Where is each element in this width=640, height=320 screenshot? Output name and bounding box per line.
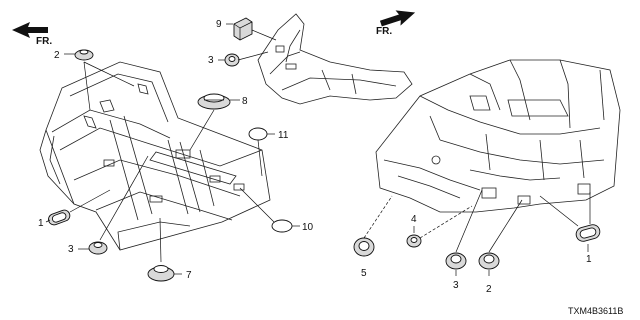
leader-lines <box>45 23 591 276</box>
callout-1-right: 1 <box>586 254 592 265</box>
part-8-grommet <box>197 93 231 110</box>
part-9-pad <box>233 17 253 41</box>
callout-11: 11 <box>278 130 289 141</box>
part-3-grommet-right <box>445 252 467 270</box>
callout-3-left: 3 <box>68 244 74 255</box>
callout-5: 5 <box>361 268 367 279</box>
callout-10: 10 <box>302 222 314 233</box>
part-3-grommet-top <box>224 53 240 67</box>
callout-7: 7 <box>186 270 192 281</box>
part-10-plug <box>271 219 293 233</box>
floor-panel-drawing <box>39 61 271 251</box>
part-1-plug-left <box>48 209 71 226</box>
part-1-plug-right <box>575 224 601 242</box>
part-4-grommet <box>406 234 422 248</box>
callout-2-right: 2 <box>486 284 492 295</box>
callout-3-right: 3 <box>453 280 459 291</box>
callout-3-top: 3 <box>208 55 214 66</box>
callout-8: 8 <box>242 96 248 107</box>
rear-inner-panel-drawing <box>257 13 413 105</box>
part-7-grommet <box>147 265 175 282</box>
callout-4: 4 <box>411 214 417 225</box>
callout-1-left: 1 <box>38 218 44 229</box>
fr-label-right: FR. <box>376 26 392 37</box>
part-11-plug <box>248 127 268 141</box>
part-2-grommet-top <box>74 49 94 61</box>
rear-body-drawing <box>375 59 621 213</box>
part-5-grommet <box>353 237 375 257</box>
diagram-code: TXM4B3611B <box>568 306 623 316</box>
part-3-grommet-left <box>88 241 108 255</box>
front-arrow-left-icon <box>12 22 48 38</box>
front-arrow-right-icon <box>379 10 416 27</box>
callout-2-left: 2 <box>54 50 60 61</box>
callout-9: 9 <box>216 19 222 30</box>
part-2-grommet-right <box>478 252 500 270</box>
fr-label-left: FR. <box>36 36 52 47</box>
